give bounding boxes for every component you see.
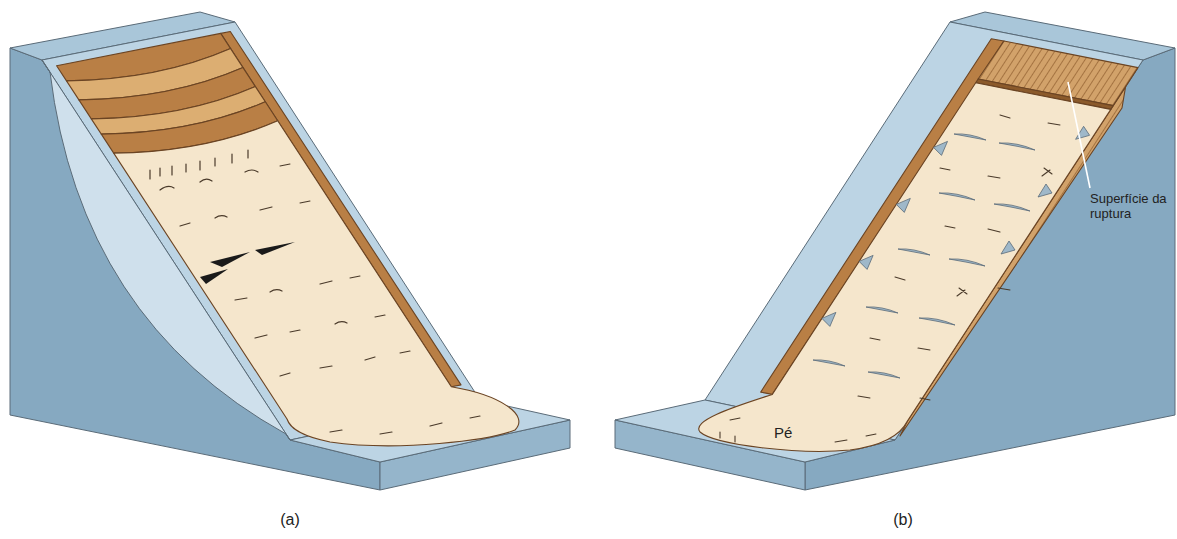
crack-lines — [180, 201, 310, 226]
tension-cracks — [200, 269, 228, 284]
crack-lines — [160, 164, 290, 190]
crack-lines — [235, 276, 360, 300]
crack-lines — [150, 150, 480, 434]
crack-lines — [255, 315, 385, 338]
slide-body — [699, 83, 1111, 452]
flank-hooks — [822, 126, 1090, 326]
panel-label: (a) — [280, 511, 300, 529]
crack-lines — [895, 277, 1010, 296]
transverse-cracks — [999, 143, 1035, 150]
callout-label: Superfície da ruptura — [1090, 192, 1170, 222]
crack-lines — [330, 416, 480, 434]
crack-lines — [940, 168, 1000, 232]
flank-hooks — [1038, 184, 1052, 197]
crack-lines — [280, 351, 410, 376]
leader-line — [1068, 82, 1090, 188]
crack-lines — [858, 338, 930, 400]
terrain-block-b — [615, 12, 1175, 490]
slide-body — [114, 121, 519, 446]
transverse-cracks — [813, 360, 845, 366]
tension-cracks — [200, 242, 295, 284]
transverse-cracks — [954, 134, 986, 140]
flank-hooks — [859, 255, 873, 269]
terrain-block-a — [10, 12, 570, 490]
crack-lines — [720, 115, 1060, 442]
crack-lines — [720, 418, 876, 442]
flank-hooks — [934, 141, 948, 155]
panel-label: (b) — [893, 511, 913, 529]
transverse-cracks — [866, 307, 898, 313]
flank-hooks — [1001, 241, 1015, 254]
transverse-cracks — [813, 134, 1035, 378]
transverse-cracks — [898, 249, 930, 255]
crack-lines — [150, 150, 248, 179]
tension-cracks — [255, 242, 295, 255]
rotational-slide-mass — [57, 32, 519, 446]
flank-hooks — [822, 312, 836, 326]
crack-lines — [1000, 115, 1060, 176]
transverse-cracks — [994, 204, 1030, 211]
flank-hooks — [896, 198, 910, 212]
tension-cracks — [210, 252, 250, 267]
leader-line — [1068, 82, 1090, 188]
transverse-cracks — [939, 193, 975, 200]
translational-slide-mass — [699, 39, 1138, 452]
transverse-cracks — [949, 259, 985, 266]
callout-label: Pé — [774, 424, 792, 441]
transverse-cracks — [868, 372, 900, 378]
transverse-cracks — [919, 318, 955, 325]
